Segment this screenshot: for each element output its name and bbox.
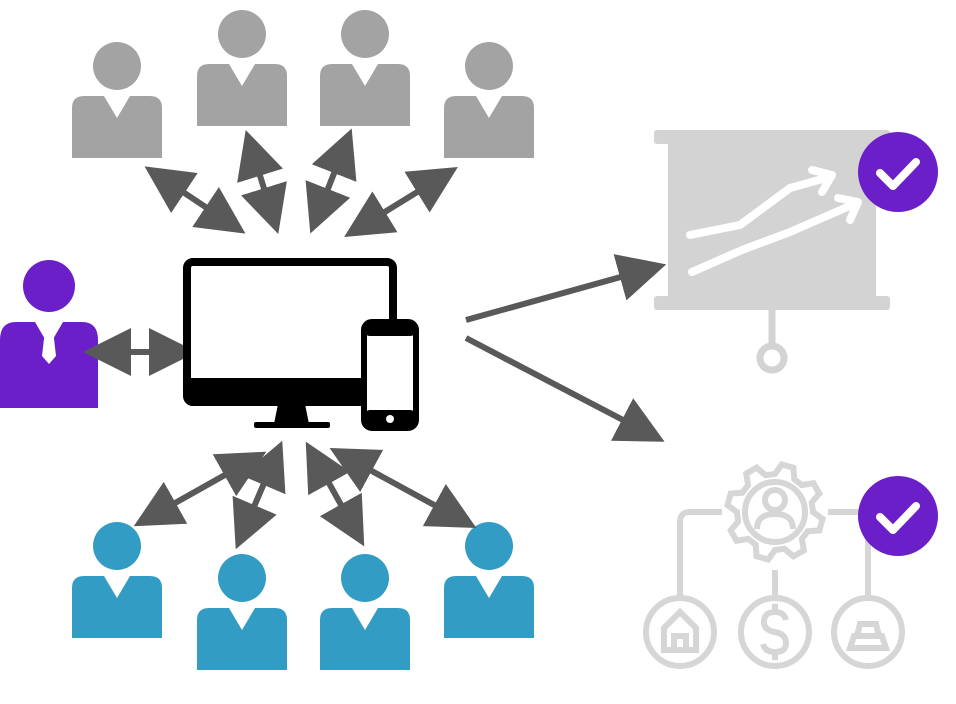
arrow-to-gear — [464, 335, 665, 442]
blue-person-icon-3 — [320, 554, 410, 670]
bidirectional-arrow-gray-3 — [305, 128, 357, 234]
gray-person-icon-2 — [197, 10, 287, 126]
bidirectional-arrow-blue-3 — [305, 441, 365, 547]
dollar-icon — [738, 595, 812, 669]
check-icon — [876, 158, 920, 190]
arrow-to-presentation — [465, 254, 667, 323]
manager-icon — [0, 260, 98, 408]
gray-person-icon-4 — [444, 42, 534, 158]
check-icon — [876, 502, 920, 534]
trend-line-icon — [688, 201, 856, 276]
bidirectional-arrow-blue-1 — [133, 451, 267, 527]
blue-person-icon-1 — [72, 522, 162, 638]
bidirectional-arrow-gray-2 — [237, 129, 287, 235]
gray-person-icon-3 — [320, 10, 410, 126]
bidirectional-arrow-gray-4 — [344, 166, 458, 238]
bidirectional-arrow-gray-1 — [144, 166, 246, 234]
presentation-board-trend-icon — [654, 130, 890, 374]
gear-icon — [724, 461, 826, 563]
bidirectional-arrow-blue-2 — [232, 440, 286, 550]
monitor-and-smartphone-icon — [183, 258, 419, 431]
trend-line-icon — [686, 174, 830, 239]
check-badge-top — [858, 132, 938, 212]
gray-person-icon-1 — [72, 42, 162, 158]
house-icon — [643, 595, 717, 669]
blue-person-icon-2 — [197, 554, 287, 670]
blue-person-icon-4 — [444, 522, 534, 638]
gear-person-house-dollar-gold-icon — [643, 461, 905, 669]
gold-bars-icon — [831, 595, 905, 669]
check-badge-bottom — [858, 476, 938, 556]
bidirectional-arrow-blue-4 — [329, 447, 477, 529]
